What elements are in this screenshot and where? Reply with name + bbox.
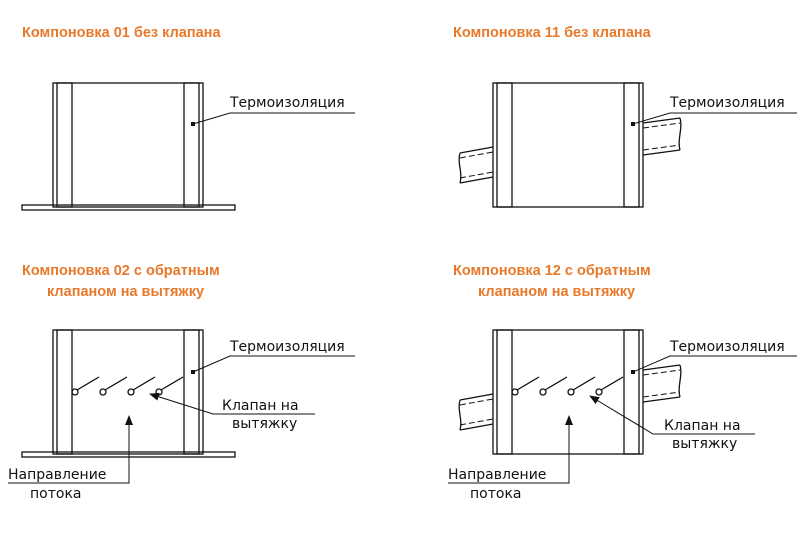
flow-label-line2: потока	[30, 486, 81, 502]
panel-title-line2: клапаном на вытяжку	[47, 284, 204, 300]
panel-02: Компоновка 02 с обратным клапаном на выт…	[8, 263, 355, 502]
insulation-label: Термоизоляция	[229, 95, 345, 111]
valve-label: Клапан на	[664, 418, 741, 434]
panel-11: Компоновка 11 без клапана Термоизоляция	[453, 25, 797, 208]
housing	[52, 82, 204, 208]
leader-line	[192, 355, 355, 373]
flow-arrow	[8, 415, 133, 484]
panel-title: Компоновка 12 с обратным	[453, 263, 651, 279]
flow-arrow	[448, 415, 573, 484]
check-valve-flaps	[511, 376, 624, 396]
valve-label-line2: вытяжку	[232, 416, 297, 432]
insulation-label: Термоизоляция	[669, 95, 785, 111]
housing	[492, 82, 644, 208]
flow-label-line2: потока	[470, 486, 521, 502]
panel-12: Компоновка 12 с обратным клапаном на выт…	[448, 263, 797, 502]
leader-line	[192, 112, 355, 125]
panel-title: Компоновка 01 без клапана	[22, 25, 221, 41]
flow-label: Направление	[448, 467, 546, 483]
valve-label: Клапан на	[222, 398, 299, 414]
valve-leader	[149, 392, 315, 415]
valve-leader	[589, 395, 755, 435]
panel-title-line2: клапаном на вытяжку	[478, 284, 635, 300]
leader-line	[632, 355, 797, 373]
insulation-label: Термоизоляция	[669, 339, 785, 355]
valve-label-line2: вытяжку	[672, 436, 737, 452]
panel-title: Компоновка 02 с обратным	[22, 263, 220, 279]
leader-line	[632, 112, 797, 125]
insulation-label: Термоизоляция	[229, 339, 345, 355]
base-plate	[21, 204, 236, 211]
panel-01: Компоновка 01 без клапана Термоизоляция	[21, 25, 355, 211]
check-valve-flaps	[71, 376, 184, 396]
flow-label: Направление	[8, 467, 106, 483]
panel-title: Компоновка 11 без клапана	[453, 25, 652, 41]
